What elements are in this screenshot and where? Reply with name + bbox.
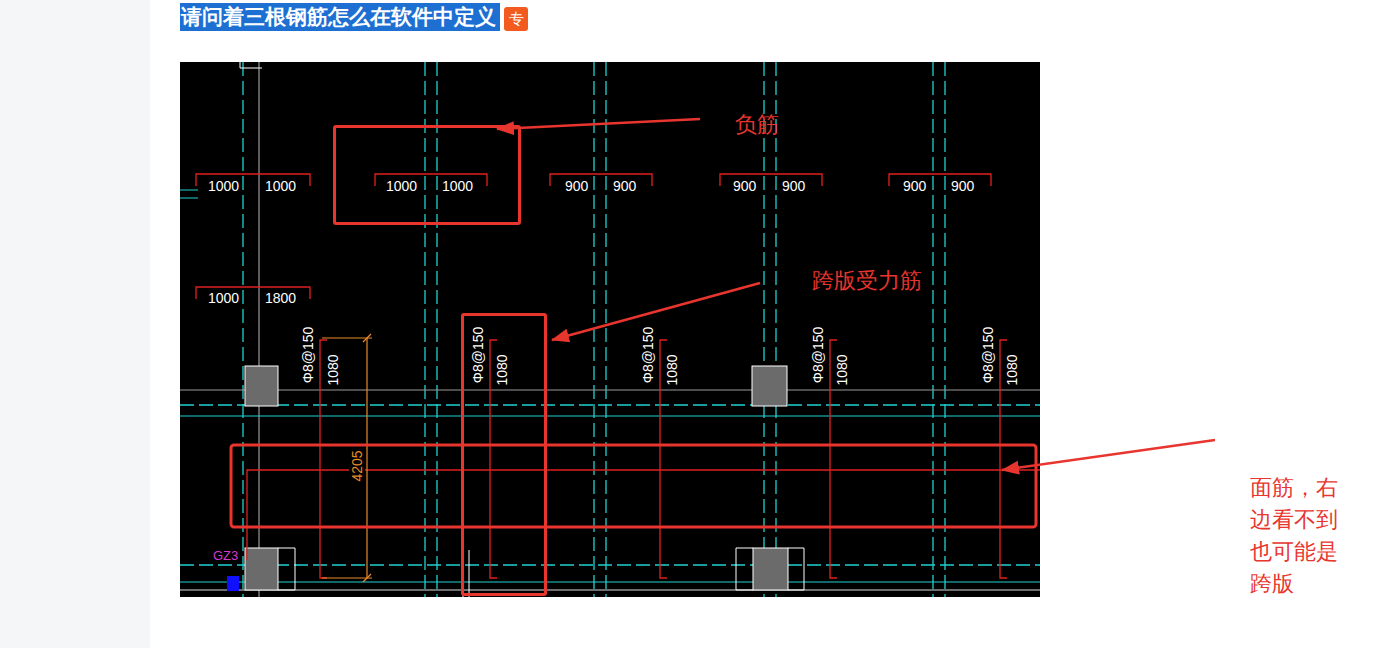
bar-length: 900 (732, 178, 757, 194)
rebar-annotation: 1000 (385, 178, 418, 194)
bar-length: 1080 (1004, 353, 1020, 386)
rebar-spec: Φ8@150 (810, 326, 826, 385)
tag-badge: 专 (504, 7, 528, 31)
bar-length: 900 (781, 178, 806, 194)
bar-length: 1080 (325, 353, 341, 386)
bar-length: 900 (902, 178, 927, 194)
rebar-annotation: Φ8@150 (470, 326, 486, 385)
rebar-spec: Φ8@150 (300, 326, 316, 385)
column-tag: GZ3 (212, 549, 239, 563)
bar-length: 900 (612, 178, 637, 194)
rebar-spec: Φ8@150 (980, 326, 996, 385)
bar-length: 1080 (834, 353, 850, 386)
bar-length: 1000 (207, 290, 240, 306)
bar-length: 1080 (664, 353, 680, 386)
bar-length: 900 (564, 178, 589, 194)
callout-note: 面筋，右边看不到也可能是跨版 (1250, 472, 1350, 600)
rebar-spec: Φ8@150 (640, 326, 656, 385)
bar-length: 1000 (264, 178, 297, 194)
bar-length: 1800 (264, 290, 297, 306)
span-bar-callout: Φ8@150 1080 (461, 313, 547, 596)
bar-length: 1000 (207, 178, 240, 194)
dimension: 4205 (349, 449, 365, 482)
negative-bar-callout: 1000 1000 (333, 125, 521, 225)
callout-note: 负筋 (735, 110, 779, 140)
question-title: 请问着三根钢筋怎么在软件中定义 (180, 3, 500, 31)
bar-length: 900 (950, 178, 975, 194)
rebar-annotation: 1000 (441, 178, 474, 194)
rebar-annotation: 1080 (494, 353, 510, 386)
callout-note: 跨版受力筋 (812, 266, 922, 296)
